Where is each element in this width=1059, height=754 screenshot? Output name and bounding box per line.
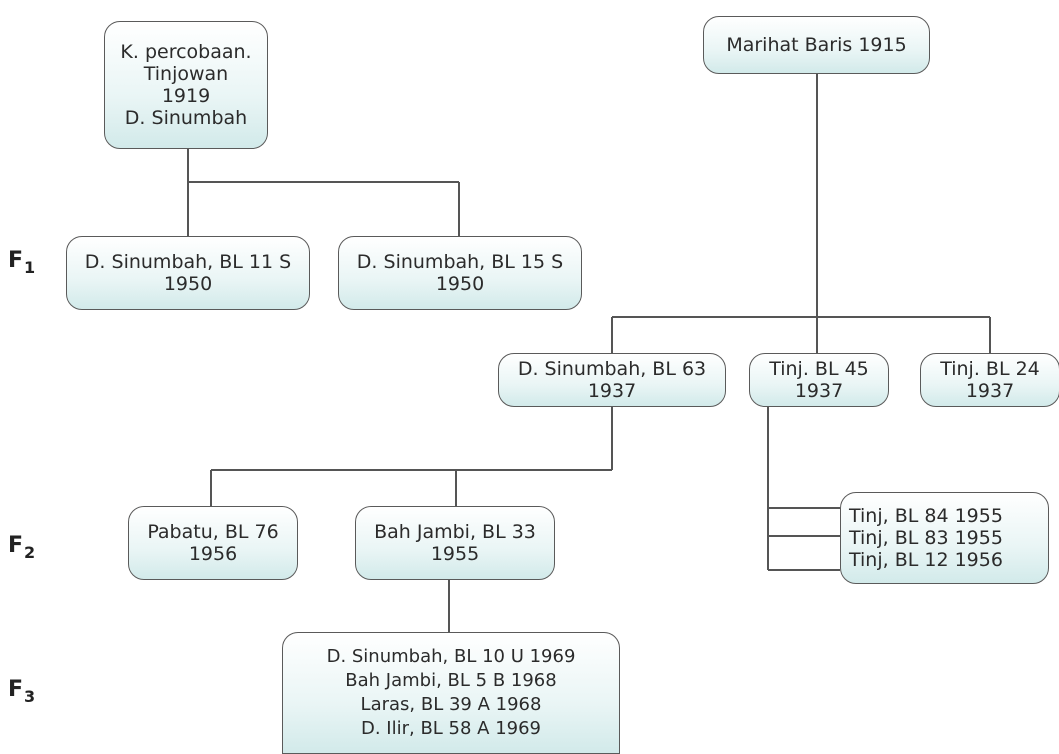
node-line: 1950: [435, 273, 485, 295]
node-line: Bah Jambi, BL 33: [374, 521, 536, 543]
node-line: D. Sinumbah, BL 10 U 1969: [326, 646, 576, 667]
generation-label-f1: F1: [8, 248, 36, 277]
node-bl-11-s: D. Sinumbah, BL 11 S 1950: [66, 236, 310, 310]
node-line: Pabatu, BL 76: [147, 521, 279, 543]
node-line: 1919: [161, 85, 211, 107]
node-tinjowan-1919: K. percobaan. Tinjowan 1919 D. Sinumbah: [104, 21, 268, 149]
node-line: Tinj. BL 24: [940, 358, 1040, 380]
node-line: K. percobaan.: [120, 41, 252, 63]
generation-label-f3: F3: [8, 677, 36, 706]
node-line: 1956: [188, 543, 238, 565]
node-bl-45: Tinj. BL 45 1937: [749, 353, 889, 407]
node-line: Tinj, BL 12 1956: [849, 549, 1003, 571]
node-line: D. Sinumbah, BL 11 S: [84, 251, 292, 273]
node-line: 1937: [587, 380, 637, 402]
node-line: Tinj. BL 45: [769, 358, 869, 380]
node-bl-63: D. Sinumbah, BL 63 1937: [498, 353, 726, 407]
node-line: 1950: [163, 273, 213, 295]
node-line: 1937: [794, 380, 844, 402]
node-line: Tinj, BL 83 1955: [849, 527, 1003, 549]
node-line: Laras, BL 39 A 1968: [360, 694, 542, 715]
node-line: Bah Jambi, BL 5 B 1968: [345, 670, 557, 691]
node-tinj-group: Tinj, BL 84 1955 Tinj, BL 83 1955 Tinj, …: [840, 492, 1049, 584]
node-line: 1937: [965, 380, 1015, 402]
node-bl-15-s: D. Sinumbah, BL 15 S 1950: [338, 236, 582, 310]
node-line: Tinjowan: [143, 63, 229, 85]
node-line: D. Sinumbah, BL 63: [517, 358, 707, 380]
node-bl-24: Tinj. BL 24 1937: [920, 353, 1059, 407]
node-line: D. Sinumbah, BL 15 S: [356, 251, 564, 273]
node-line: Marihat Baris 1915: [726, 34, 907, 56]
node-line: D. Sinumbah: [124, 107, 248, 129]
node-marihat-baris-1915: Marihat Baris 1915: [703, 16, 930, 74]
node-bl-33: Bah Jambi, BL 33 1955: [355, 506, 555, 580]
node-bl-76: Pabatu, BL 76 1956: [128, 506, 298, 580]
node-line: Tinj, BL 84 1955: [849, 505, 1003, 527]
node-f3-group: D. Sinumbah, BL 10 U 1969 Bah Jambi, BL …: [282, 632, 620, 754]
node-line: D. Ilir, BL 58 A 1969: [360, 718, 542, 739]
generation-label-f2: F2: [8, 533, 36, 562]
node-line: 1955: [430, 543, 480, 565]
